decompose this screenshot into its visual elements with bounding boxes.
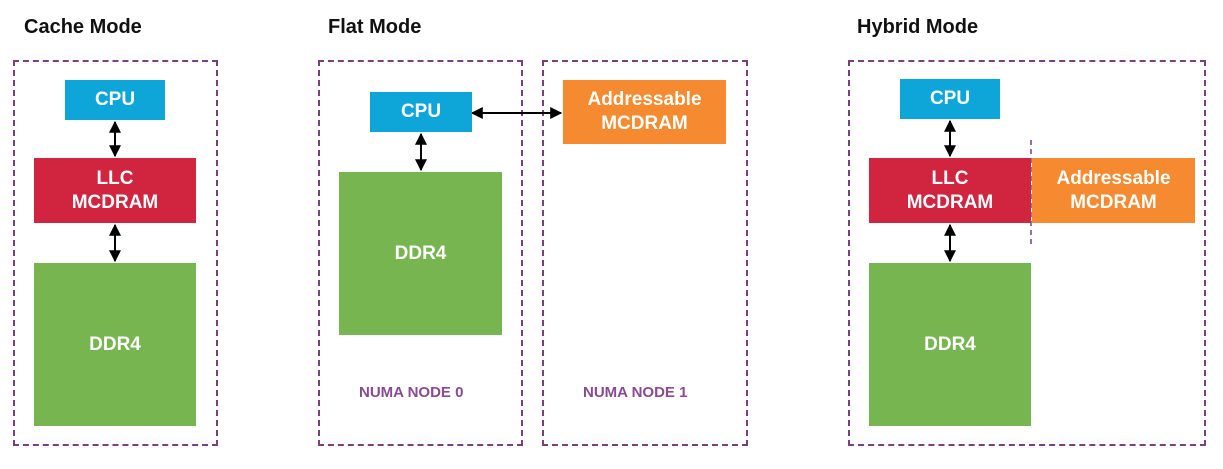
flat-addressable-label: Addressable xyxy=(587,89,702,110)
cache-mcdram-label: MCDRAM xyxy=(71,191,159,213)
hybrid-ddr4-label: DDR4 xyxy=(924,333,976,355)
flat-ddr4-label: DDR4 xyxy=(394,242,447,264)
hybrid-cpu-label: CPU xyxy=(929,88,971,109)
cache-cpu-label: CPU xyxy=(94,89,136,110)
cache-cpu-box: CPU xyxy=(65,80,165,120)
numa-node-1-frame xyxy=(542,60,748,446)
hybrid-mcdram-label: MCDRAM xyxy=(906,191,994,213)
hybrid-cpu-box: CPU xyxy=(900,79,1000,119)
hybrid-llc-label: LLC xyxy=(931,167,969,189)
hybrid-llc-mcdram-box: LLC MCDRAM xyxy=(869,158,1031,223)
hybrid-addressable-mcdram-label: MCDRAM xyxy=(1070,191,1157,213)
flat-addressable-mcdram-box: Addressable MCDRAM xyxy=(563,80,726,144)
hybrid-mode-frame xyxy=(848,60,1206,446)
flat-cpu-label: CPU xyxy=(400,101,442,122)
cache-llc-label: LLC xyxy=(96,167,134,189)
cache-mode-title: Cache Mode xyxy=(24,16,142,38)
cache-ddr4-label: DDR4 xyxy=(89,333,141,355)
numa-node-0-frame xyxy=(318,60,523,446)
cache-mode-frame xyxy=(13,60,218,446)
flat-mcdram-label: MCDRAM xyxy=(601,113,688,134)
numa-node-1-label: NUMA NODE 1 xyxy=(583,384,688,401)
cache-ddr4-box: DDR4 xyxy=(34,263,196,426)
hybrid-addressable-label: Addressable xyxy=(1056,167,1171,189)
hybrid-ddr4-box: DDR4 xyxy=(869,263,1031,426)
flat-ddr4-box: DDR4 xyxy=(339,172,502,335)
numa-node-0-label: NUMA NODE 0 xyxy=(359,384,464,401)
hybrid-mode-title: Hybrid Mode xyxy=(857,16,979,38)
hybrid-addressable-mcdram-box: Addressable MCDRAM xyxy=(1032,158,1195,223)
cache-llc-mcdram-box: LLC MCDRAM xyxy=(34,158,196,223)
flat-mode-title: Flat Mode xyxy=(328,16,422,38)
flat-cpu-box: CPU xyxy=(370,92,472,132)
